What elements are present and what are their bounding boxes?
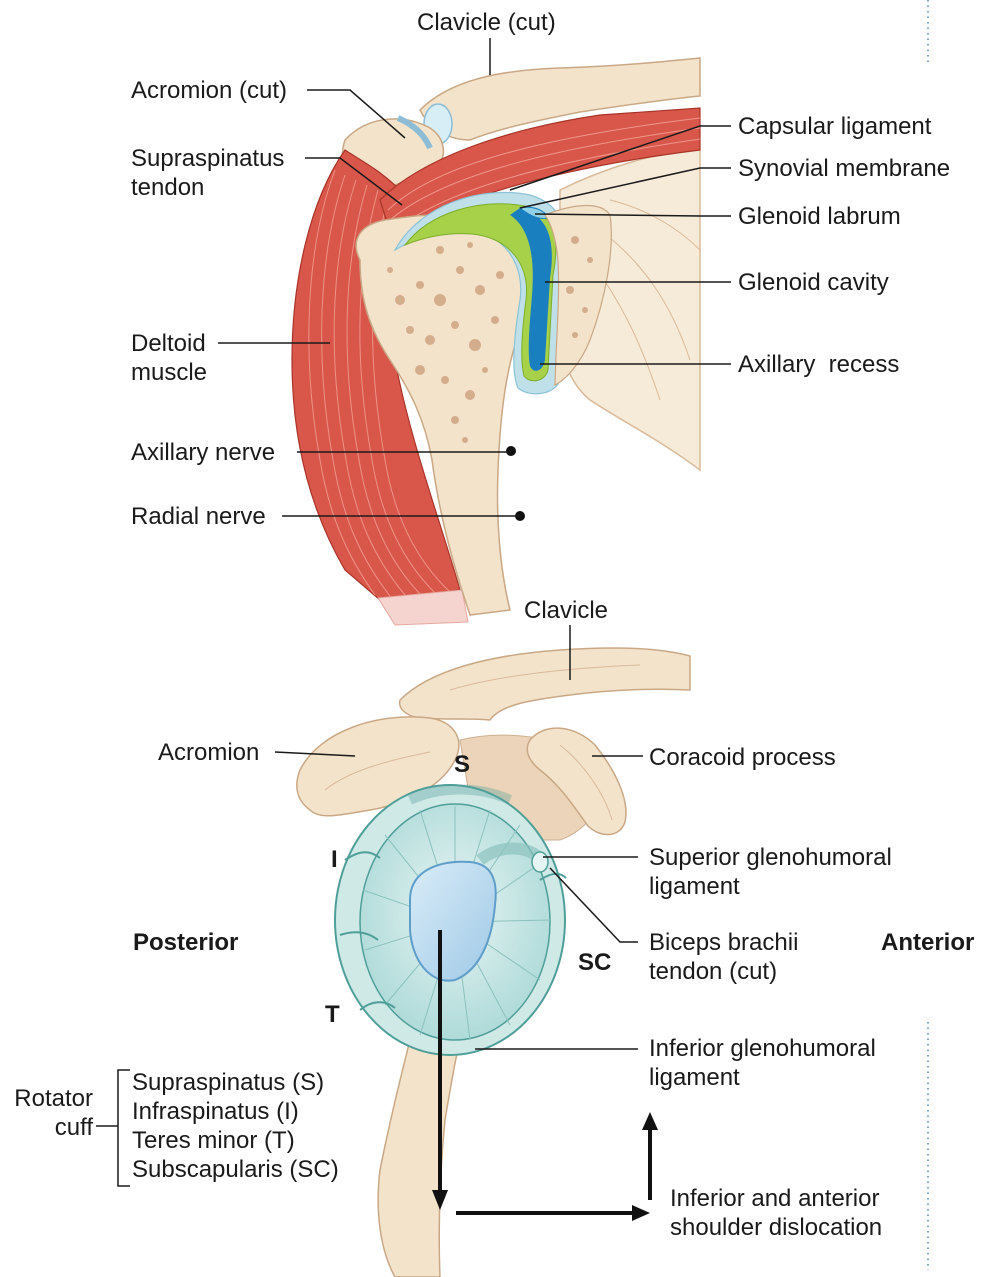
label-synovial-membrane: Synovial membrane	[738, 154, 950, 183]
label-rotator-cuff: Rotator cuff	[8, 1084, 93, 1142]
label-superior-glenohumoral-ligament: Superior glenohumoral ligament	[649, 843, 892, 901]
label-rotator-cuff-line1: Rotator	[8, 1084, 93, 1113]
label-superior-gh-line1: Superior glenohumoral	[649, 843, 892, 872]
label-axillary-recess: Axillary recess	[738, 350, 899, 379]
label-cuff-infraspinatus: Infraspinatus (I)	[132, 1097, 339, 1126]
top-coronal-section	[292, 58, 700, 625]
label-cuff-supraspinatus: Supraspinatus (S)	[132, 1068, 339, 1097]
label-posterior: Posterior	[133, 928, 238, 957]
label-cuff-teres-minor: Teres minor (T)	[132, 1126, 339, 1155]
label-dislocation: Inferior and anterior shoulder dislocati…	[670, 1184, 882, 1242]
bottom-lateral-view	[297, 648, 690, 1277]
label-letter-i: I	[331, 845, 338, 874]
label-anterior: Anterior	[881, 928, 974, 957]
label-dislocation-line2: shoulder dislocation	[670, 1213, 882, 1242]
label-glenoid-cavity: Glenoid cavity	[738, 268, 889, 297]
label-biceps-line1: Biceps brachii	[649, 928, 798, 957]
label-letter-t: T	[325, 1000, 340, 1029]
clavicle	[400, 648, 690, 720]
arrow-up-head	[642, 1112, 658, 1130]
label-glenoid-labrum: Glenoid labrum	[738, 202, 901, 231]
label-clavicle: Clavicle	[524, 596, 608, 625]
label-cuff-muscles-list: Supraspinatus (S) Infraspinatus (I) Tere…	[132, 1068, 339, 1184]
label-deltoid-muscle-line2: muscle	[131, 358, 207, 387]
biceps-tendon-cut	[532, 852, 548, 872]
label-cuff-subscapularis: Subscapularis (SC)	[132, 1155, 339, 1184]
label-supraspinatus-tendon: Supraspinatus tendon	[131, 144, 284, 202]
label-inferior-gh-line2: ligament	[649, 1063, 876, 1092]
label-deltoid-muscle: Deltoid muscle	[131, 329, 207, 387]
label-letter-s: S	[454, 750, 470, 779]
label-axillary-nerve: Axillary nerve	[131, 438, 275, 467]
arrow-right-head	[632, 1205, 650, 1221]
label-acromion-cut: Acromion (cut)	[131, 76, 287, 105]
label-radial-nerve: Radial nerve	[131, 502, 266, 531]
label-rotator-cuff-line2: cuff	[8, 1113, 93, 1142]
label-clavicle-cut: Clavicle (cut)	[417, 8, 556, 37]
label-inferior-glenohumoral-ligament: Inferior glenohumoral ligament	[649, 1034, 876, 1092]
label-supraspinatus-tendon-line2: tendon	[131, 173, 284, 202]
label-biceps-line2: tendon (cut)	[649, 957, 798, 986]
label-letter-sc: SC	[578, 948, 611, 977]
label-supraspinatus-tendon-line1: Supraspinatus	[131, 144, 284, 173]
label-inferior-gh-line1: Inferior glenohumoral	[649, 1034, 876, 1063]
scapula-lateral-border	[378, 1040, 460, 1277]
label-biceps-brachii-tendon: Biceps brachii tendon (cut)	[649, 928, 798, 986]
label-acromion: Acromion	[158, 738, 259, 767]
label-dislocation-line1: Inferior and anterior	[670, 1184, 882, 1213]
label-deltoid-muscle-line1: Deltoid	[131, 329, 207, 358]
label-superior-gh-line2: ligament	[649, 872, 892, 901]
label-coracoid-process: Coracoid process	[649, 743, 836, 772]
label-capsular-ligament: Capsular ligament	[738, 112, 931, 141]
axillary-nerve-dot	[506, 446, 516, 456]
